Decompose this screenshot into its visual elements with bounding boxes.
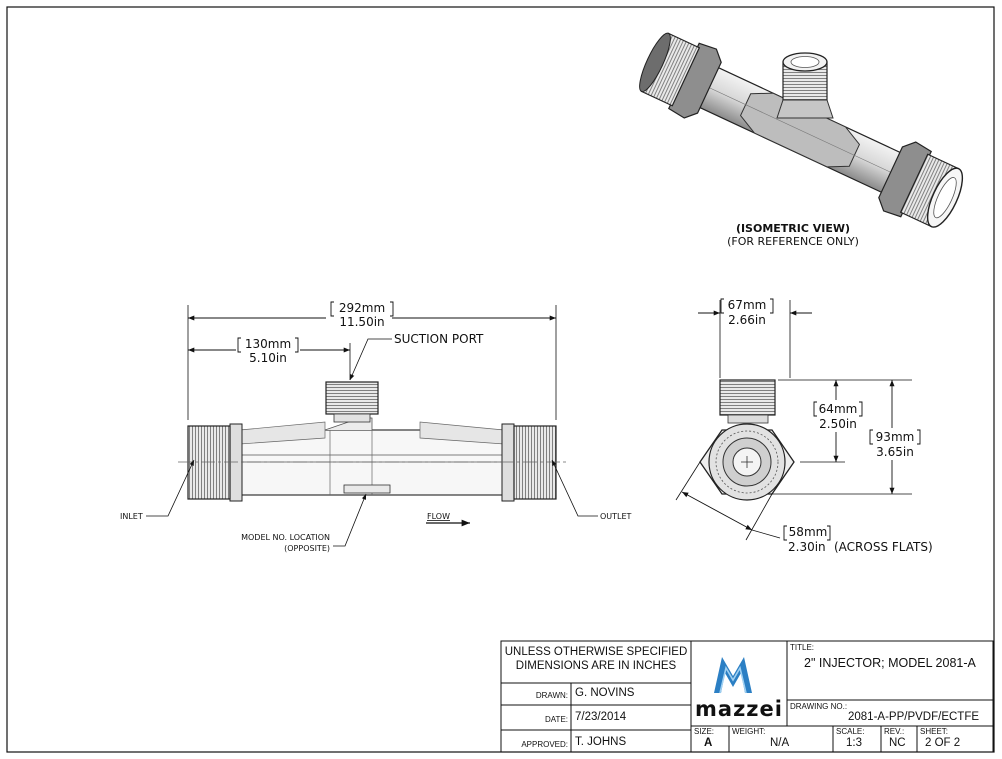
sheet-value: 2 OF 2 (925, 737, 961, 749)
scale-label: SCALE: (836, 727, 865, 736)
end-view (699, 379, 795, 501)
weight-value: N/A (770, 737, 790, 749)
brand-wordmark: mazzei (695, 697, 783, 721)
drawn-value: G. NOVINS (575, 687, 635, 699)
approved-value: T. JOHNS (575, 736, 627, 748)
model-location-opposite: (OPPOSITE) (284, 544, 330, 553)
spec-note-line1: UNLESS OTHERWISE SPECIFIED (504, 646, 688, 658)
across-flats-note: (ACROSS FLATS) (834, 540, 933, 554)
isometric-title: (ISOMETRIC VIEW) (736, 222, 850, 235)
across-flats-mm: 58mm (789, 525, 828, 539)
scale-value: 1:3 (846, 737, 862, 749)
port-height-in: 2.50in (819, 417, 857, 431)
size-value: A (704, 737, 713, 749)
title-value: 2" INJECTOR; MODEL 2081-A (804, 656, 976, 670)
suction-port-label: SUCTION PORT (394, 332, 484, 346)
spec-note-line2: DIMENSIONS ARE IN INCHES (515, 660, 677, 672)
total-height-mm: 93mm (876, 430, 915, 444)
weight-label: WEIGHT: (732, 727, 766, 736)
port-height-mm: 64mm (819, 402, 858, 416)
date-value: 7/23/2014 (575, 711, 627, 723)
title-block (500, 640, 994, 753)
date-label: DATE: (545, 715, 568, 724)
inlet-label: INLET (120, 512, 143, 521)
port-distance-mm: 130mm (245, 337, 291, 351)
flow-label: FLOW (427, 512, 450, 521)
drawing-no-label: DRAWING NO.: (790, 702, 848, 711)
front-view (178, 305, 566, 502)
rev-value: NC (889, 737, 906, 749)
sheet-border (6, 6, 995, 753)
end-width-in: 2.66in (728, 313, 766, 327)
total-height-in: 3.65in (876, 445, 914, 459)
drawn-label: DRAWN: (535, 691, 568, 700)
rev-label: REV.: (884, 727, 905, 736)
overall-length-in: 11.50in (339, 315, 384, 329)
mazzei-logo-icon (714, 657, 752, 694)
across-flats-in: 2.30in (788, 540, 826, 554)
sheet-label: SHEET: (920, 727, 949, 736)
title-label: TITLE: (790, 643, 815, 652)
drawing-no-value: 2081-A-PP/PVDF/ECTFE (848, 711, 980, 723)
port-distance-in: 5.10in (249, 351, 287, 365)
overall-length-mm: 292mm (339, 301, 385, 315)
size-label: SIZE: (694, 727, 715, 736)
isometric-view (639, 32, 964, 228)
outlet-label: OUTLET (600, 512, 632, 521)
approved-label: APPROVED: (521, 740, 568, 749)
model-location-label: MODEL NO. LOCATION (241, 533, 330, 542)
isometric-note: (FOR REFERENCE ONLY) (727, 235, 859, 248)
end-width-mm: 67mm (728, 298, 767, 312)
